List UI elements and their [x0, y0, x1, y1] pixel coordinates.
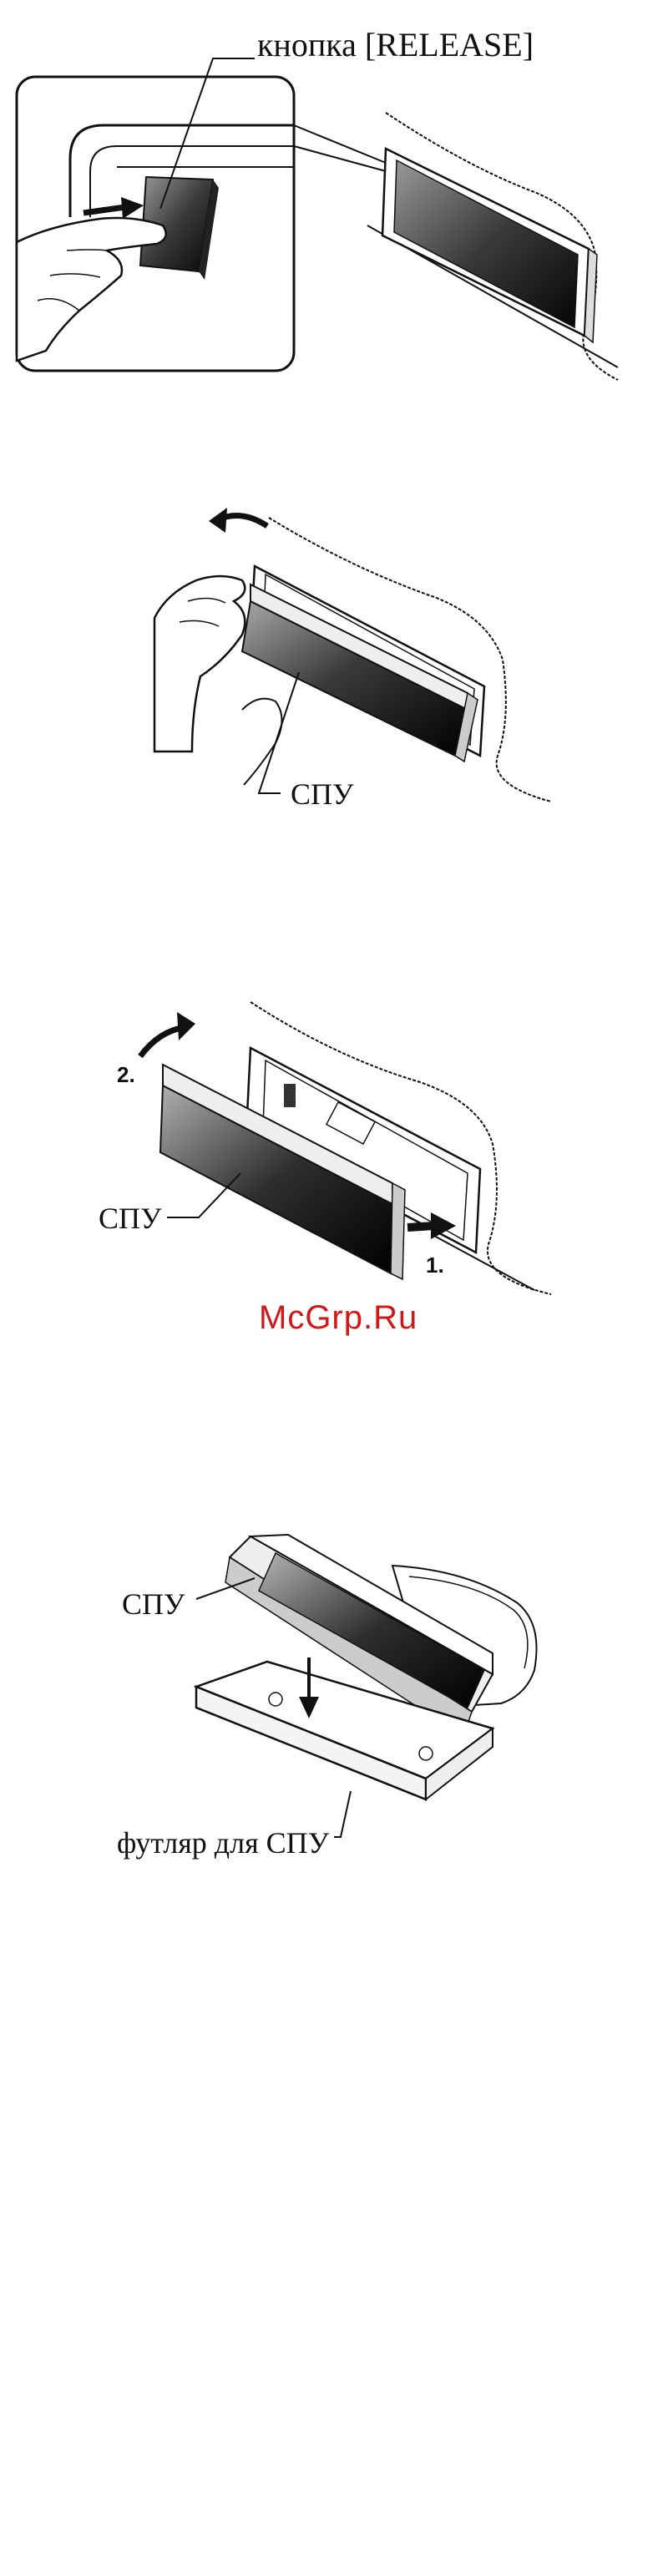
panel-label: СПУ	[122, 1587, 185, 1622]
figure-release-button: кнопка [RELEASE]	[0, 0, 663, 392]
watermark: McGrp.Ru	[259, 1299, 418, 1337]
remove-panel-illustration	[0, 985, 663, 1353]
panel-case-illustration	[0, 1503, 663, 1904]
figure-detach-panel: СПУ	[0, 468, 663, 852]
figure-remove-panel: 2. 1. СПУ McGrp.Ru	[0, 985, 663, 1353]
case-label: футляр для СПУ	[117, 1825, 329, 1860]
release-button-label: кнопка [RELEASE]	[257, 25, 534, 64]
panel-label: СПУ	[99, 1201, 162, 1236]
step-2-number: 2.	[117, 1062, 135, 1088]
figure-panel-case: СПУ футляр для СПУ	[0, 1503, 663, 1904]
panel-label: СПУ	[291, 777, 354, 812]
step-1-number: 1.	[426, 1253, 444, 1278]
